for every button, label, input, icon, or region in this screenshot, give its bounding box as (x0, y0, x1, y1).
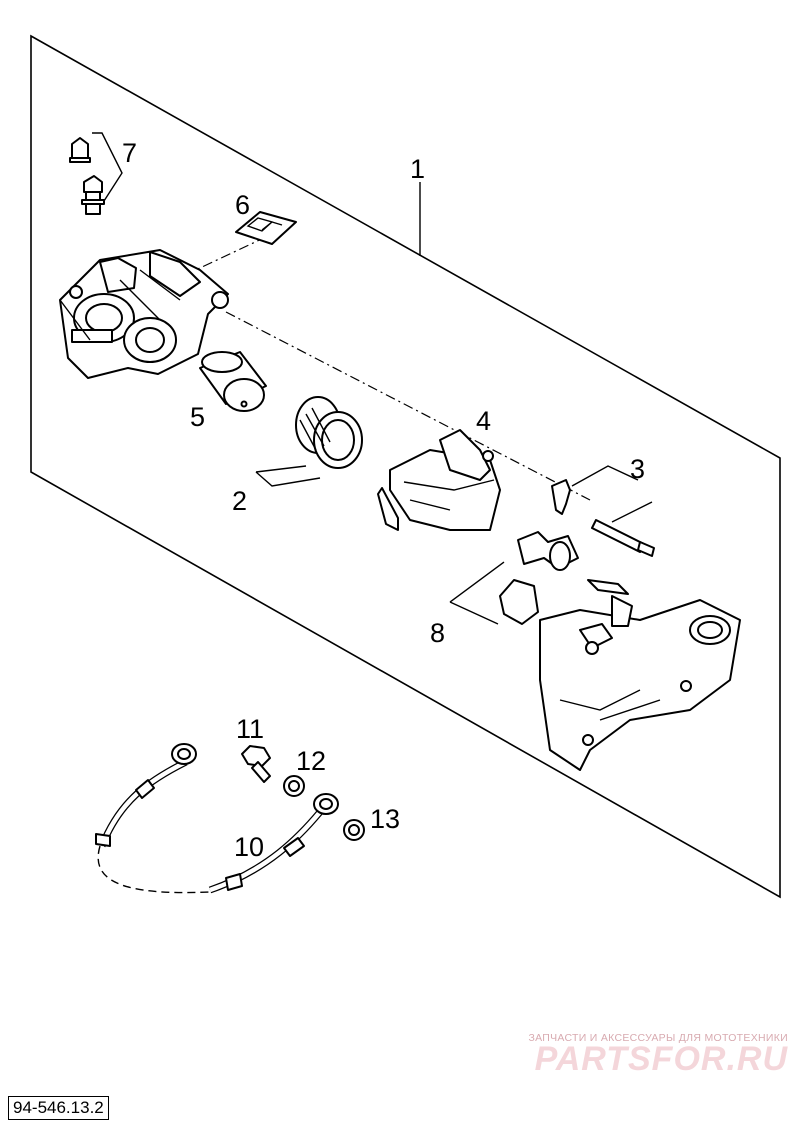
caliper-body (59, 249, 229, 379)
bleeder-screw (69, 137, 105, 215)
callout-1: 1 (410, 154, 425, 184)
pad-spring (235, 211, 297, 245)
assembly-axis (225, 311, 591, 501)
banjo-bolt (241, 745, 271, 783)
piston (199, 351, 267, 412)
watermark: ЗАПЧАСТИ И АКСЕССУАРЫ ДЛЯ МОТОТЕХНИКИ PA… (528, 1032, 788, 1079)
sealing-washer-12 (283, 775, 305, 797)
callout-13: 13 (370, 804, 400, 834)
piston-seal (295, 396, 363, 469)
watermark-logo: PARTSFOR.RU (534, 1040, 788, 1078)
callout-10: 10 (234, 832, 264, 862)
callout-leader-7 (92, 132, 123, 202)
pad-pin-and-clip (551, 479, 655, 557)
sealing-washer-13 (343, 819, 365, 841)
callout-8: 8 (430, 618, 445, 648)
drawing-number: 94-546.13.2 (8, 1096, 109, 1120)
callout-leader-8 (449, 561, 505, 625)
callout-leader-2 (255, 465, 321, 487)
slide-pins-and-boot (499, 531, 629, 625)
callout-11: 11 (236, 714, 264, 744)
callout-7: 7 (122, 138, 137, 168)
brake-hose (95, 743, 339, 894)
callout-12: 12 (296, 746, 326, 776)
callout-3: 3 (630, 454, 645, 484)
callout-6: 6 (235, 190, 250, 220)
callout-4: 4 (476, 406, 491, 436)
callout-2: 2 (232, 486, 247, 516)
assembly-frame (30, 34, 781, 899)
callout-leader-3 (571, 465, 653, 523)
callout-5: 5 (190, 402, 205, 432)
brake-pads (377, 429, 501, 531)
watermark-tagline: ЗАПЧАСТИ И АКСЕССУАРЫ ДЛЯ МОТОТЕХНИКИ (528, 1032, 788, 1044)
caliper-bracket (539, 595, 741, 771)
